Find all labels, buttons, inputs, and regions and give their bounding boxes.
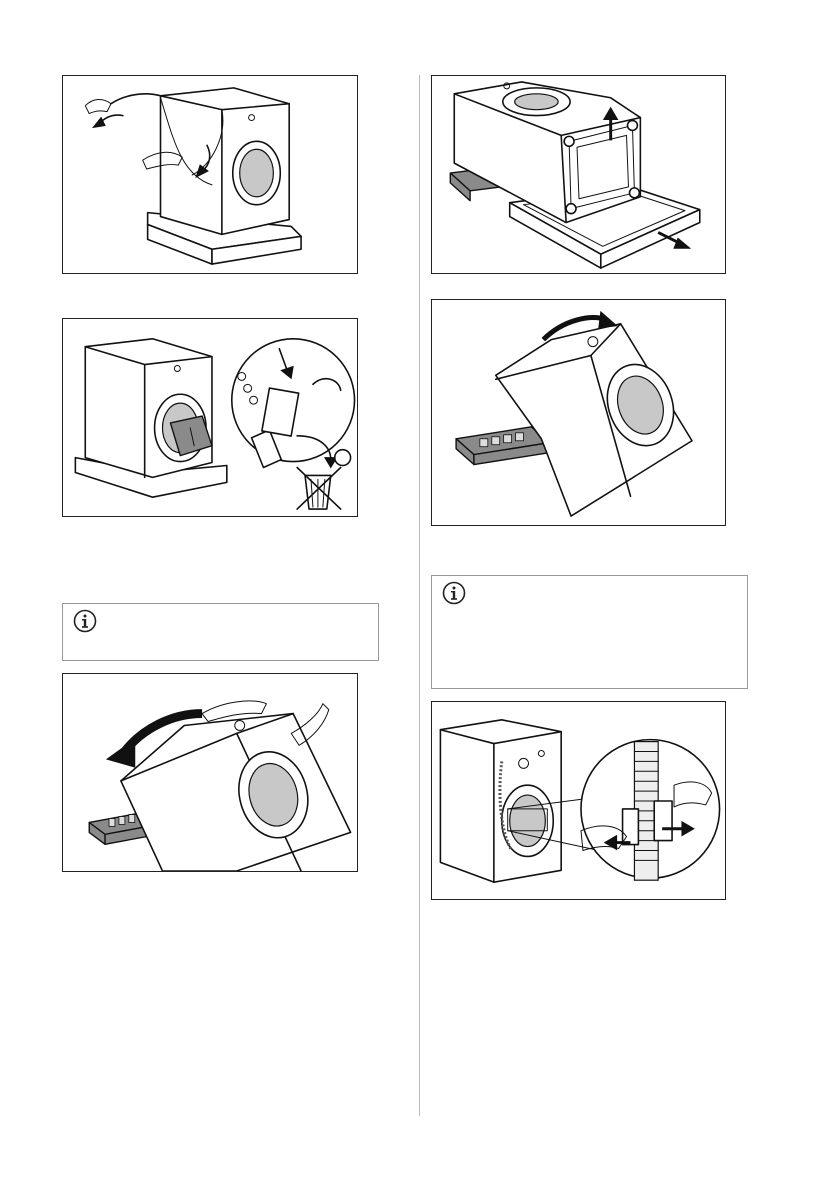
- info-icon: [442, 581, 466, 605]
- tilt-machine-upright-illustration: [432, 300, 725, 525]
- accessories-bag-removal-illustration: [63, 319, 357, 516]
- info-icon: [73, 609, 97, 633]
- figure-remove-hose-clamp: [431, 701, 726, 900]
- figure-remove-base: [431, 75, 726, 274]
- info-note-1: [62, 603, 379, 661]
- info-note-2: [431, 575, 748, 689]
- column-divider: [419, 75, 420, 1116]
- tilt-machine-back-illustration: [63, 674, 357, 871]
- figure-remove-cover: [62, 75, 358, 274]
- remove-packaging-base-illustration: [432, 76, 725, 273]
- remove-hose-clamp-illustration: [432, 702, 725, 899]
- figure-tilt-upright: [431, 299, 726, 526]
- washing-machine-cover-removal-illustration: [63, 76, 357, 273]
- figure-remove-accessories: [62, 318, 358, 517]
- figure-tilt-back: [62, 673, 358, 872]
